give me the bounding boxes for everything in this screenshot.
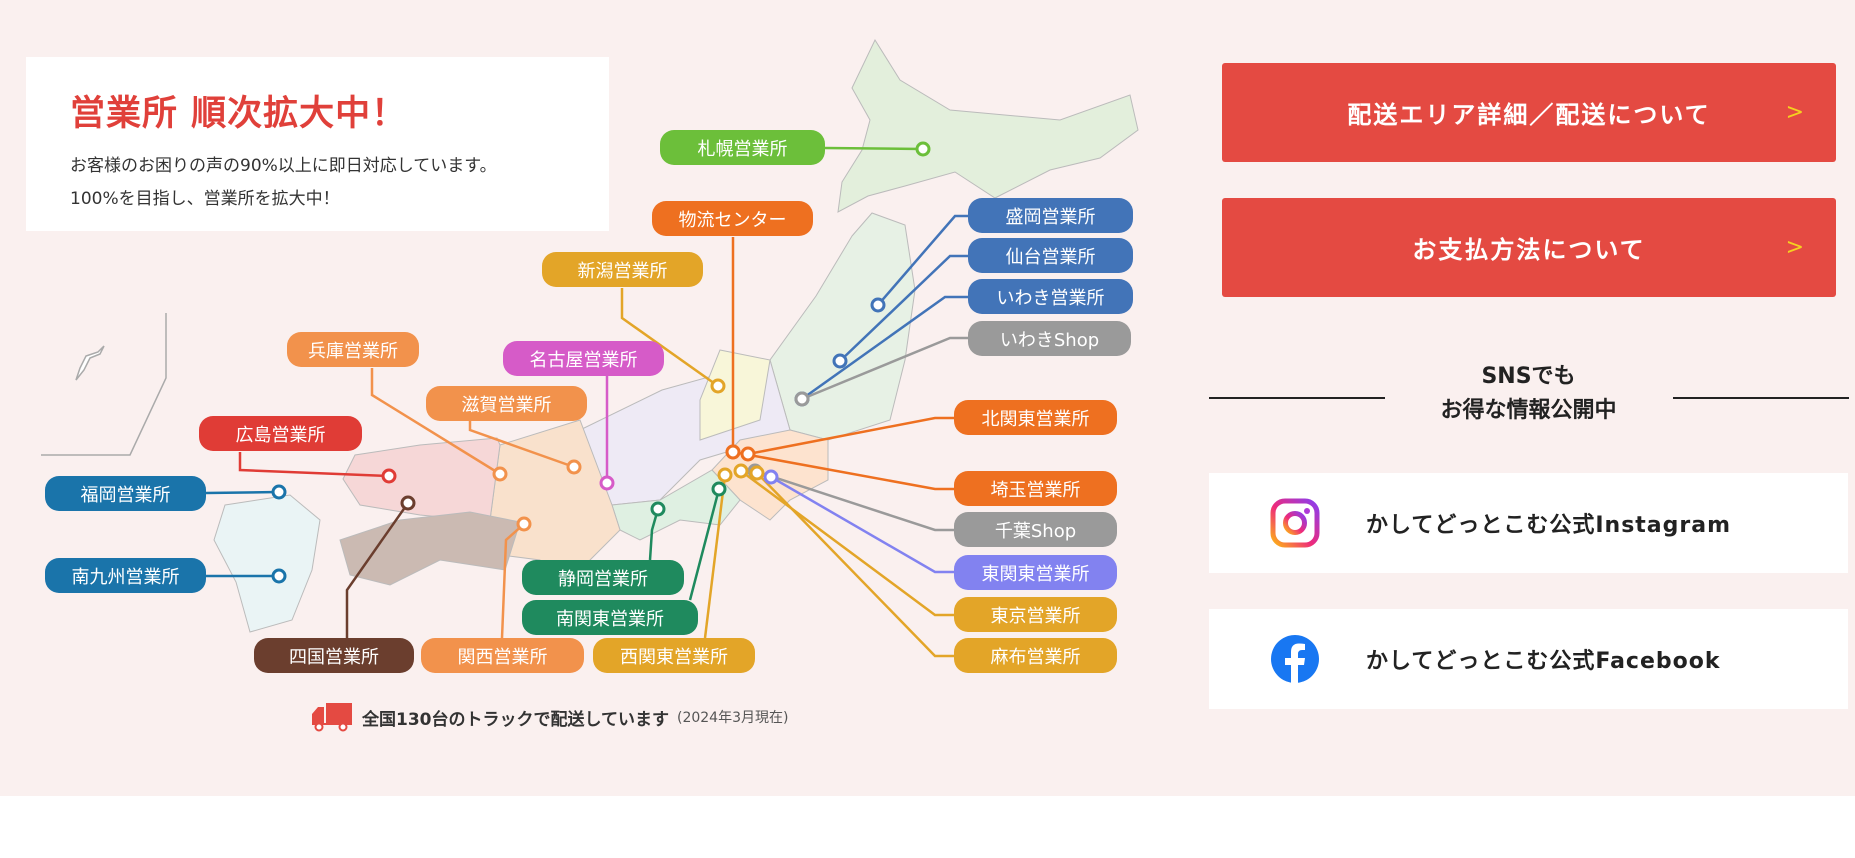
office-label-tokyo: 東京営業所 [954,597,1117,632]
office-label-minamikyushu: 南九州営業所 [45,558,206,593]
truck-notice: 全国130台のトラックで配送しています (2024年3月現在) [310,702,788,732]
leader-line-sapporo [824,146,924,151]
location-pin-icon [763,469,779,485]
location-pin-icon [740,446,756,462]
okinawa-inset [41,313,167,456]
location-pin-icon [711,481,727,497]
office-label-minamikanto: 南関東営業所 [522,600,698,635]
shikoku [339,511,521,586]
location-pin-icon [725,444,741,460]
office-label-nishikanto: 西関東営業所 [593,638,755,673]
payment-method-button[interactable]: お支払方法について > [1222,198,1836,297]
leader-line-iwaki [801,295,968,401]
leader-line-nishikanto [703,474,727,639]
instagram-label: かしてどっとこむ公式Instagram [1366,513,1732,538]
office-label-saitama: 埼玉営業所 [954,471,1117,506]
instagram-icon [1270,498,1320,548]
leader-line-niigata [620,288,719,388]
office-label-hyogo: 兵庫営業所 [287,332,419,367]
tohoku [769,212,916,441]
office-label-higashikanto: 東関東営業所 [954,555,1117,590]
payment-method-label: お支払方法について [1412,236,1646,264]
niigata-region [699,349,771,441]
facebook-label: かしてどっとこむ公式Facebook [1366,649,1721,674]
truck-text: 全国130台のトラックで配送しています [362,709,669,730]
japan-map [41,38,1139,658]
location-pin-icon [271,568,287,584]
leader-line-saitama [732,450,954,491]
leader-line-kansai [500,523,525,639]
sns-heading: SNSでも お得な情報公開中 [1209,360,1848,428]
location-pin-icon [710,378,726,394]
office-label-iwaki: いわき営業所 [968,279,1133,314]
office-label-morioka: 盛岡営業所 [968,198,1133,233]
office-label-shizuoka: 静岡営業所 [522,560,684,595]
location-pin-icon [650,501,666,517]
truck-date-note: (2024年3月現在) [676,710,789,726]
leader-line-tokyo [740,469,954,617]
leader-line-sendai [839,254,968,362]
location-pin-icon [915,141,931,157]
facebook-link[interactable]: かしてどっとこむ公式Facebook [1209,609,1848,709]
office-label-butsuryu: 物流センター [652,201,813,236]
leader-line-shiga [468,421,575,469]
leader-line-hyogo [370,368,501,476]
leader-line-kitakanto [747,416,954,456]
leader-line-iwakishop [801,336,968,401]
divider-left [1209,397,1385,399]
location-pin-icon [749,465,765,481]
expansion-text-2: 100%を目指し、営業所を拡大中！ [70,189,340,209]
location-pin-icon [832,353,848,369]
location-pin-icon [794,391,810,407]
location-pin-icon [516,516,532,532]
location-pin-icon [492,466,508,482]
office-label-azabu: 麻布営業所 [954,638,1117,673]
office-label-hiroshima: 広島営業所 [199,416,362,451]
location-pin-icon [400,495,416,511]
leader-line-minamikanto [688,488,721,601]
expansion-text-1: お客様のお困りの声の90%以上に即日対応しています。 [70,156,497,176]
office-label-sendai: 仙台営業所 [968,238,1133,273]
office-label-shiga: 滋賀営業所 [426,386,587,421]
office-label-kitakanto: 北関東営業所 [954,400,1117,435]
sns-heading-line1: SNSでも [1481,364,1576,389]
office-label-chibashop: 千葉Shop [954,512,1117,547]
location-pin-icon [733,463,749,479]
chugoku [342,437,501,521]
leader-line-fukuoka [205,490,280,495]
office-label-iwakishop: いわきShop [968,321,1131,356]
instagram-link[interactable]: かしてどっとこむ公式Instagram [1209,473,1848,573]
leader-line-azabu [756,472,954,658]
kyushu [213,494,321,633]
leader-line-chibashop [754,469,954,532]
office-label-kansai: 関西営業所 [421,638,584,673]
office-label-niigata: 新潟営業所 [542,252,703,287]
expansion-title: 営業所 順次拡大中！ [70,94,408,134]
office-label-sapporo: 札幌営業所 [660,130,825,165]
leader-line-hiroshima [238,452,390,478]
leader-line-higashikanto [770,475,954,574]
expansion-info-box: 営業所 順次拡大中！ お客様のお困りの声の90%以上に即日対応しています。 10… [26,57,609,231]
sns-heading-line2: お得な情報公開中 [1440,398,1617,423]
delivery-area-button[interactable]: 配送エリア詳細／配送について > [1222,63,1836,162]
office-label-shikoku: 四国営業所 [254,638,414,673]
office-label-fukuoka: 福岡営業所 [45,476,206,511]
leader-line-morioka [877,214,968,306]
delivery-area-label: 配送エリア詳細／配送について [1347,101,1711,129]
truck-icon [312,703,352,732]
hokkaido [837,38,1139,213]
divider-right [1673,397,1849,399]
location-pin-icon [599,475,615,491]
chevron-right-icon: > [1785,100,1806,125]
location-pin-icon [566,459,582,475]
location-pin-icon [271,484,287,500]
location-pin-icon [870,297,886,313]
facebook-icon [1271,635,1319,683]
leader-line-shikoku [345,502,410,638]
location-pin-icon [381,468,397,484]
chevron-right-icon: > [1785,235,1806,260]
office-label-nagoya: 名古屋営業所 [503,341,664,376]
location-pin-icon [717,467,733,483]
